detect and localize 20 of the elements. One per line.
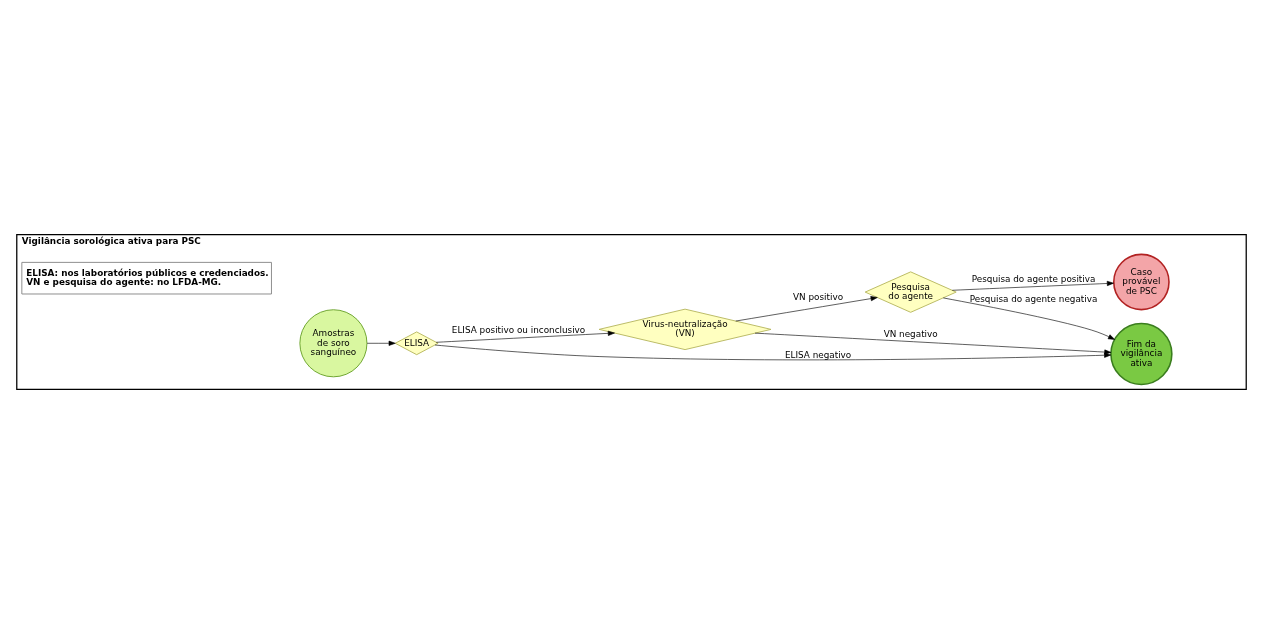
edge-label: Pesquisa do agente negativa: [969, 293, 1098, 304]
arrow: [943, 297, 1115, 340]
node-circle: Amostras de soro sanguíneo: [299, 308, 368, 377]
arrow: [435, 330, 615, 343]
arrow: [735, 295, 878, 321]
node-circle: Fim da vigilância ativa: [1110, 322, 1173, 385]
node-box: ELISA: nos laboratórios públicos e credenciados. VN e pesquisa do agente: no LFDA-MG.: [21, 261, 272, 294]
edge-label: VN negativo: [883, 328, 938, 339]
node-diamond: Virus-neutralização (VN): [598, 308, 772, 350]
arrow: [952, 280, 1114, 291]
node-diamond: ELISA: [394, 330, 439, 355]
node-diamond: Pesquisa do agente: [864, 270, 957, 313]
edge-label: ELISA positivo ou inconclusivo: [451, 324, 586, 335]
arrow: [434, 344, 1112, 360]
edge-label: VN positivo: [793, 291, 844, 302]
edge-label: ELISA negativo: [784, 349, 852, 360]
edge-label: Pesquisa do agente positiva: [971, 273, 1096, 284]
node-circle: Caso provável de PSC: [1113, 253, 1170, 310]
arrow: [754, 332, 1112, 355]
arrow: [366, 340, 396, 346]
